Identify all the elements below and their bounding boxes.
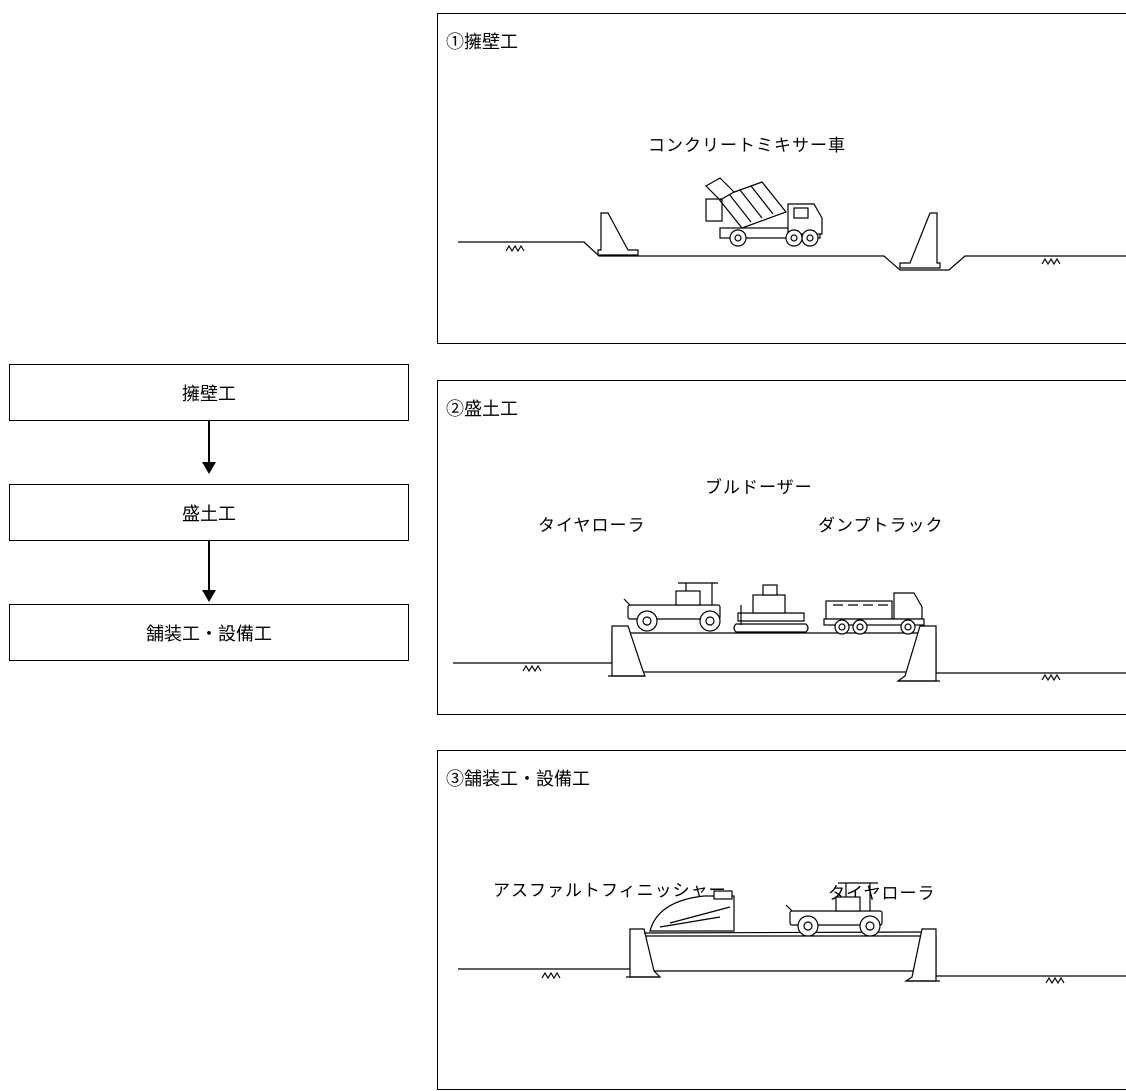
- dump-truck-machine: [823, 592, 925, 635]
- paving-scene: [458, 882, 1126, 985]
- embankment-scene: [453, 582, 1126, 682]
- grass-mark-left: [505, 244, 525, 253]
- tire-roller-machine: [623, 582, 721, 632]
- label-tire-roller: タイヤローラ: [538, 516, 646, 536]
- label-dump-truck: ダンプトラック: [818, 516, 944, 536]
- panel-title: ①擁壁工: [446, 32, 518, 53]
- flow-step-label: 擁壁工: [182, 383, 236, 405]
- grass-mark-right: [1041, 257, 1061, 266]
- flow-step-retaining-wall: 擁壁工: [9, 364, 409, 421]
- panel-embankment: ②盛土工 ブルドーザー タイヤローラ ダンプトラック: [437, 380, 1126, 715]
- grass-mark-right: [1041, 673, 1061, 682]
- retaining-wall-left: [597, 212, 639, 256]
- concrete-mixer-truck: [705, 177, 823, 247]
- panel-retaining-wall: ①擁壁工 コンクリートミキサー車: [437, 13, 1126, 344]
- bulldozer-machine: [733, 584, 809, 633]
- grass-mark-right: [1045, 976, 1065, 985]
- flow-step-embankment: 盛土工: [9, 484, 409, 541]
- asphalt-finisher-machine: [649, 890, 735, 932]
- panel-paving-facilities: ③舗装工・設備工 アスファルトフィニッシャー タイヤローラ: [437, 750, 1126, 1090]
- retaining-wall-right: [896, 625, 937, 682]
- label-bulldozer: ブルドーザー: [705, 478, 813, 498]
- label-concrete-mixer: コンクリートミキサー車: [648, 136, 846, 156]
- retaining-wall-right: [899, 212, 941, 269]
- grass-mark-left: [541, 971, 561, 980]
- panel-title: ③舗装工・設備工: [446, 769, 590, 790]
- retaining-wall-left: [629, 928, 662, 978]
- retaining-wall-scene: [458, 177, 1126, 271]
- label-asphalt-finisher: アスファルトフィニッシャー: [493, 881, 727, 901]
- tire-roller-machine: [785, 882, 883, 937]
- retaining-wall-right: [904, 928, 937, 982]
- panel-title: ②盛土工: [446, 399, 518, 420]
- flow-step-label: 盛土工: [182, 503, 236, 525]
- grass-mark-left: [522, 664, 542, 673]
- flow-step-paving-facilities: 舗装工・設備工: [9, 604, 409, 661]
- flow-step-label: 舗装工・設備工: [146, 623, 272, 645]
- retaining-wall-left: [611, 625, 646, 677]
